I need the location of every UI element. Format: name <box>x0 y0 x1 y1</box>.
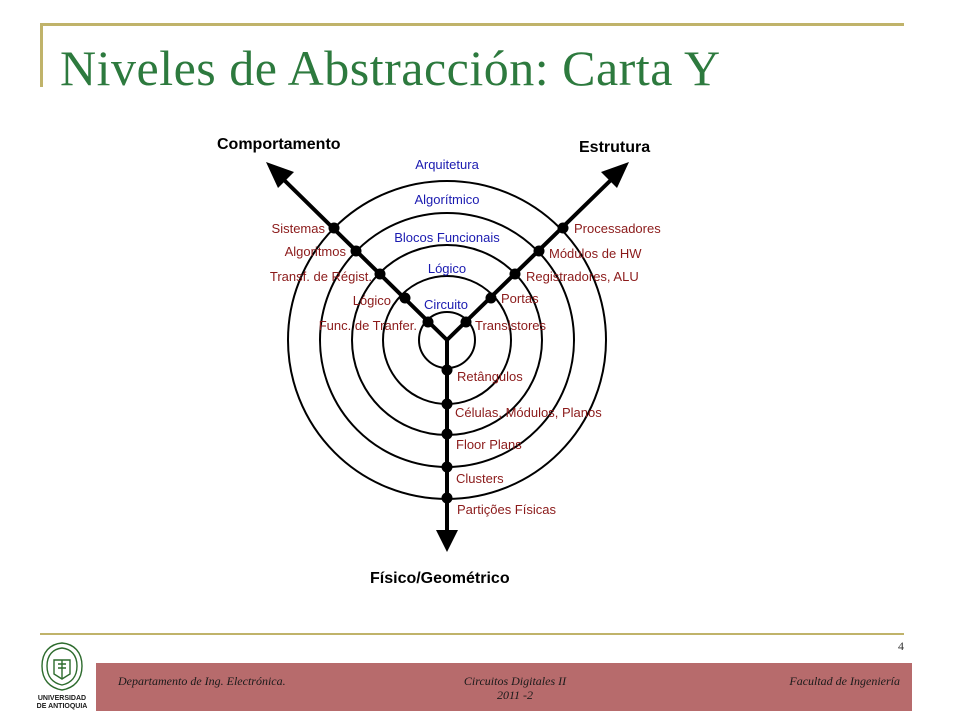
behavior-item-sistemas: Sistemas <box>272 221 326 236</box>
behavior-item-transf: Transf. de Régist. <box>270 269 372 284</box>
slide-title: Niveles de Abstracción: Carta Y <box>60 40 721 96</box>
physical-dot-1 <box>441 364 453 376</box>
structure-axis <box>445 174 617 342</box>
structure-dot-2 <box>533 245 545 257</box>
behavior-dot-5 <box>422 316 434 328</box>
footer-semester: 2011 -2 <box>496 688 534 702</box>
physical-item-clusters: Clusters <box>456 471 504 486</box>
logo-text-line1: UNIVERSIDAD <box>38 695 86 702</box>
ring-label-circuito: Circuito <box>424 297 468 312</box>
physical-arrowhead <box>436 530 458 552</box>
left-rule <box>40 23 43 87</box>
footer-faculty: Facultad de Ingeniería <box>789 674 900 688</box>
top-rule <box>40 23 904 26</box>
footer-course: Circuitos Digitales II 2011 -2 <box>430 674 600 702</box>
structure-item-transistores: Transistores <box>475 318 547 333</box>
page-number: 4 <box>898 639 904 653</box>
university-logo: UNIVERSIDAD DE ANTIOQUIA <box>37 642 88 710</box>
behavior-item-logico: Lógico <box>353 293 391 308</box>
bottom-rule <box>40 633 904 635</box>
structure-item-portas: Portas <box>501 291 539 306</box>
structure-item-modulos: Módulos de HW <box>549 246 642 261</box>
behavior-arrowhead <box>266 162 294 188</box>
ring-label-logico: Lógico <box>428 261 466 276</box>
structure-item-processadores: Processadores <box>574 221 661 236</box>
ring-label-arquitetura: Arquitetura <box>415 157 479 172</box>
structure-dot-4 <box>485 292 497 304</box>
physical-dot-2 <box>441 398 453 410</box>
behavior-dot-2 <box>350 245 362 257</box>
physical-dot-3 <box>441 428 453 440</box>
structure-dot-5 <box>460 316 472 328</box>
ring-label-algoritmico: Algorítmico <box>414 192 479 207</box>
physical-dot-5 <box>441 492 453 504</box>
physical-item-retangulos: Retângulos <box>457 369 523 384</box>
behavior-dot-3 <box>374 268 386 280</box>
physical-item-celulas: Células, Módulos, Planos <box>455 405 602 420</box>
physical-axis-label: Físico/Geométrico <box>370 570 510 587</box>
physical-item-floorplans: Floor Plans <box>456 437 522 452</box>
footer-course-name: Circuitos Digitales II <box>463 674 567 688</box>
footer-department: Departamento de Ing. Electrónica. <box>118 674 286 688</box>
structure-axis-label: Estrutura <box>579 139 650 156</box>
behavior-dot-4 <box>399 292 411 304</box>
behavior-axis <box>278 174 449 342</box>
behavior-item-algoritmos: Algoritmos <box>285 244 347 259</box>
behavior-item-func: Func. de Tranfer. <box>319 318 417 333</box>
footer-bar <box>96 663 912 711</box>
physical-dot-4 <box>441 461 453 473</box>
structure-arrowhead <box>601 162 629 188</box>
behavior-axis-label: Comportamento <box>217 136 341 153</box>
behavior-dot-1 <box>328 222 340 234</box>
logo-text-line2: DE ANTIOQUIA <box>37 703 88 710</box>
physical-item-particoes: Partições Físicas <box>457 502 556 517</box>
ring-label-blocos: Blocos Funcionais <box>394 230 500 245</box>
structure-dot-1 <box>557 222 569 234</box>
structure-dot-3 <box>509 268 521 280</box>
structure-item-registradores: Registradores, ALU <box>526 269 639 284</box>
